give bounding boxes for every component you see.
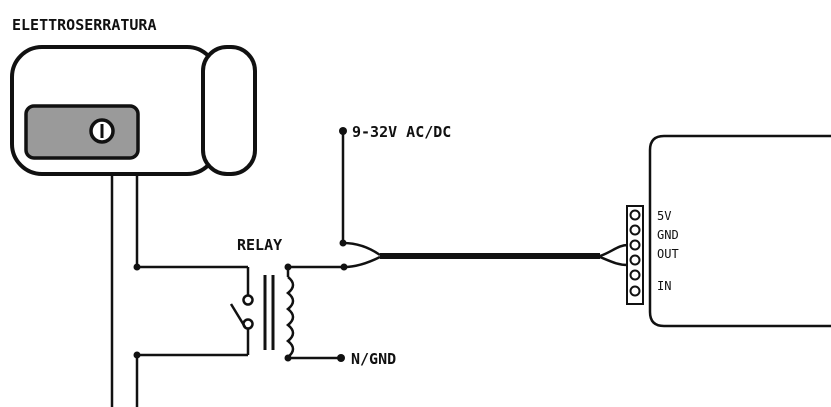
lock-title: ELETTROSERRATURA <box>12 16 157 34</box>
module-body <box>648 134 831 328</box>
relay-title: RELAY <box>237 236 282 254</box>
junction-dot <box>133 351 141 359</box>
lock-wires <box>110 174 250 407</box>
junction-dot <box>340 263 348 271</box>
supply-label: 9-32V AC/DC <box>352 123 451 141</box>
relay-switch <box>229 294 254 330</box>
pin-label-in: IN <box>657 279 671 293</box>
junction-dot <box>284 354 292 362</box>
ground-terminal-dot <box>337 354 345 362</box>
electric-lock <box>10 45 257 176</box>
relay-core <box>263 275 275 350</box>
junction-dot <box>284 263 292 271</box>
twisted-cable <box>380 243 629 267</box>
relay-coil <box>286 265 344 360</box>
ground-label: N/GND <box>351 350 396 368</box>
pin-label-gnd: GND <box>657 228 679 242</box>
junction-dot <box>133 263 141 271</box>
lock-latch <box>24 104 140 160</box>
pin-label-out: OUT <box>657 247 679 261</box>
controller-module: 5V GND OUT IN <box>626 134 831 328</box>
supply-line <box>341 131 381 269</box>
lock-strike-plate <box>201 45 257 176</box>
keyhole-icon <box>89 118 115 144</box>
terminal-screws <box>629 209 641 297</box>
supply-terminal-dot <box>339 127 347 135</box>
junction-dot <box>339 239 347 247</box>
pin-label-5v: 5V <box>657 209 671 223</box>
